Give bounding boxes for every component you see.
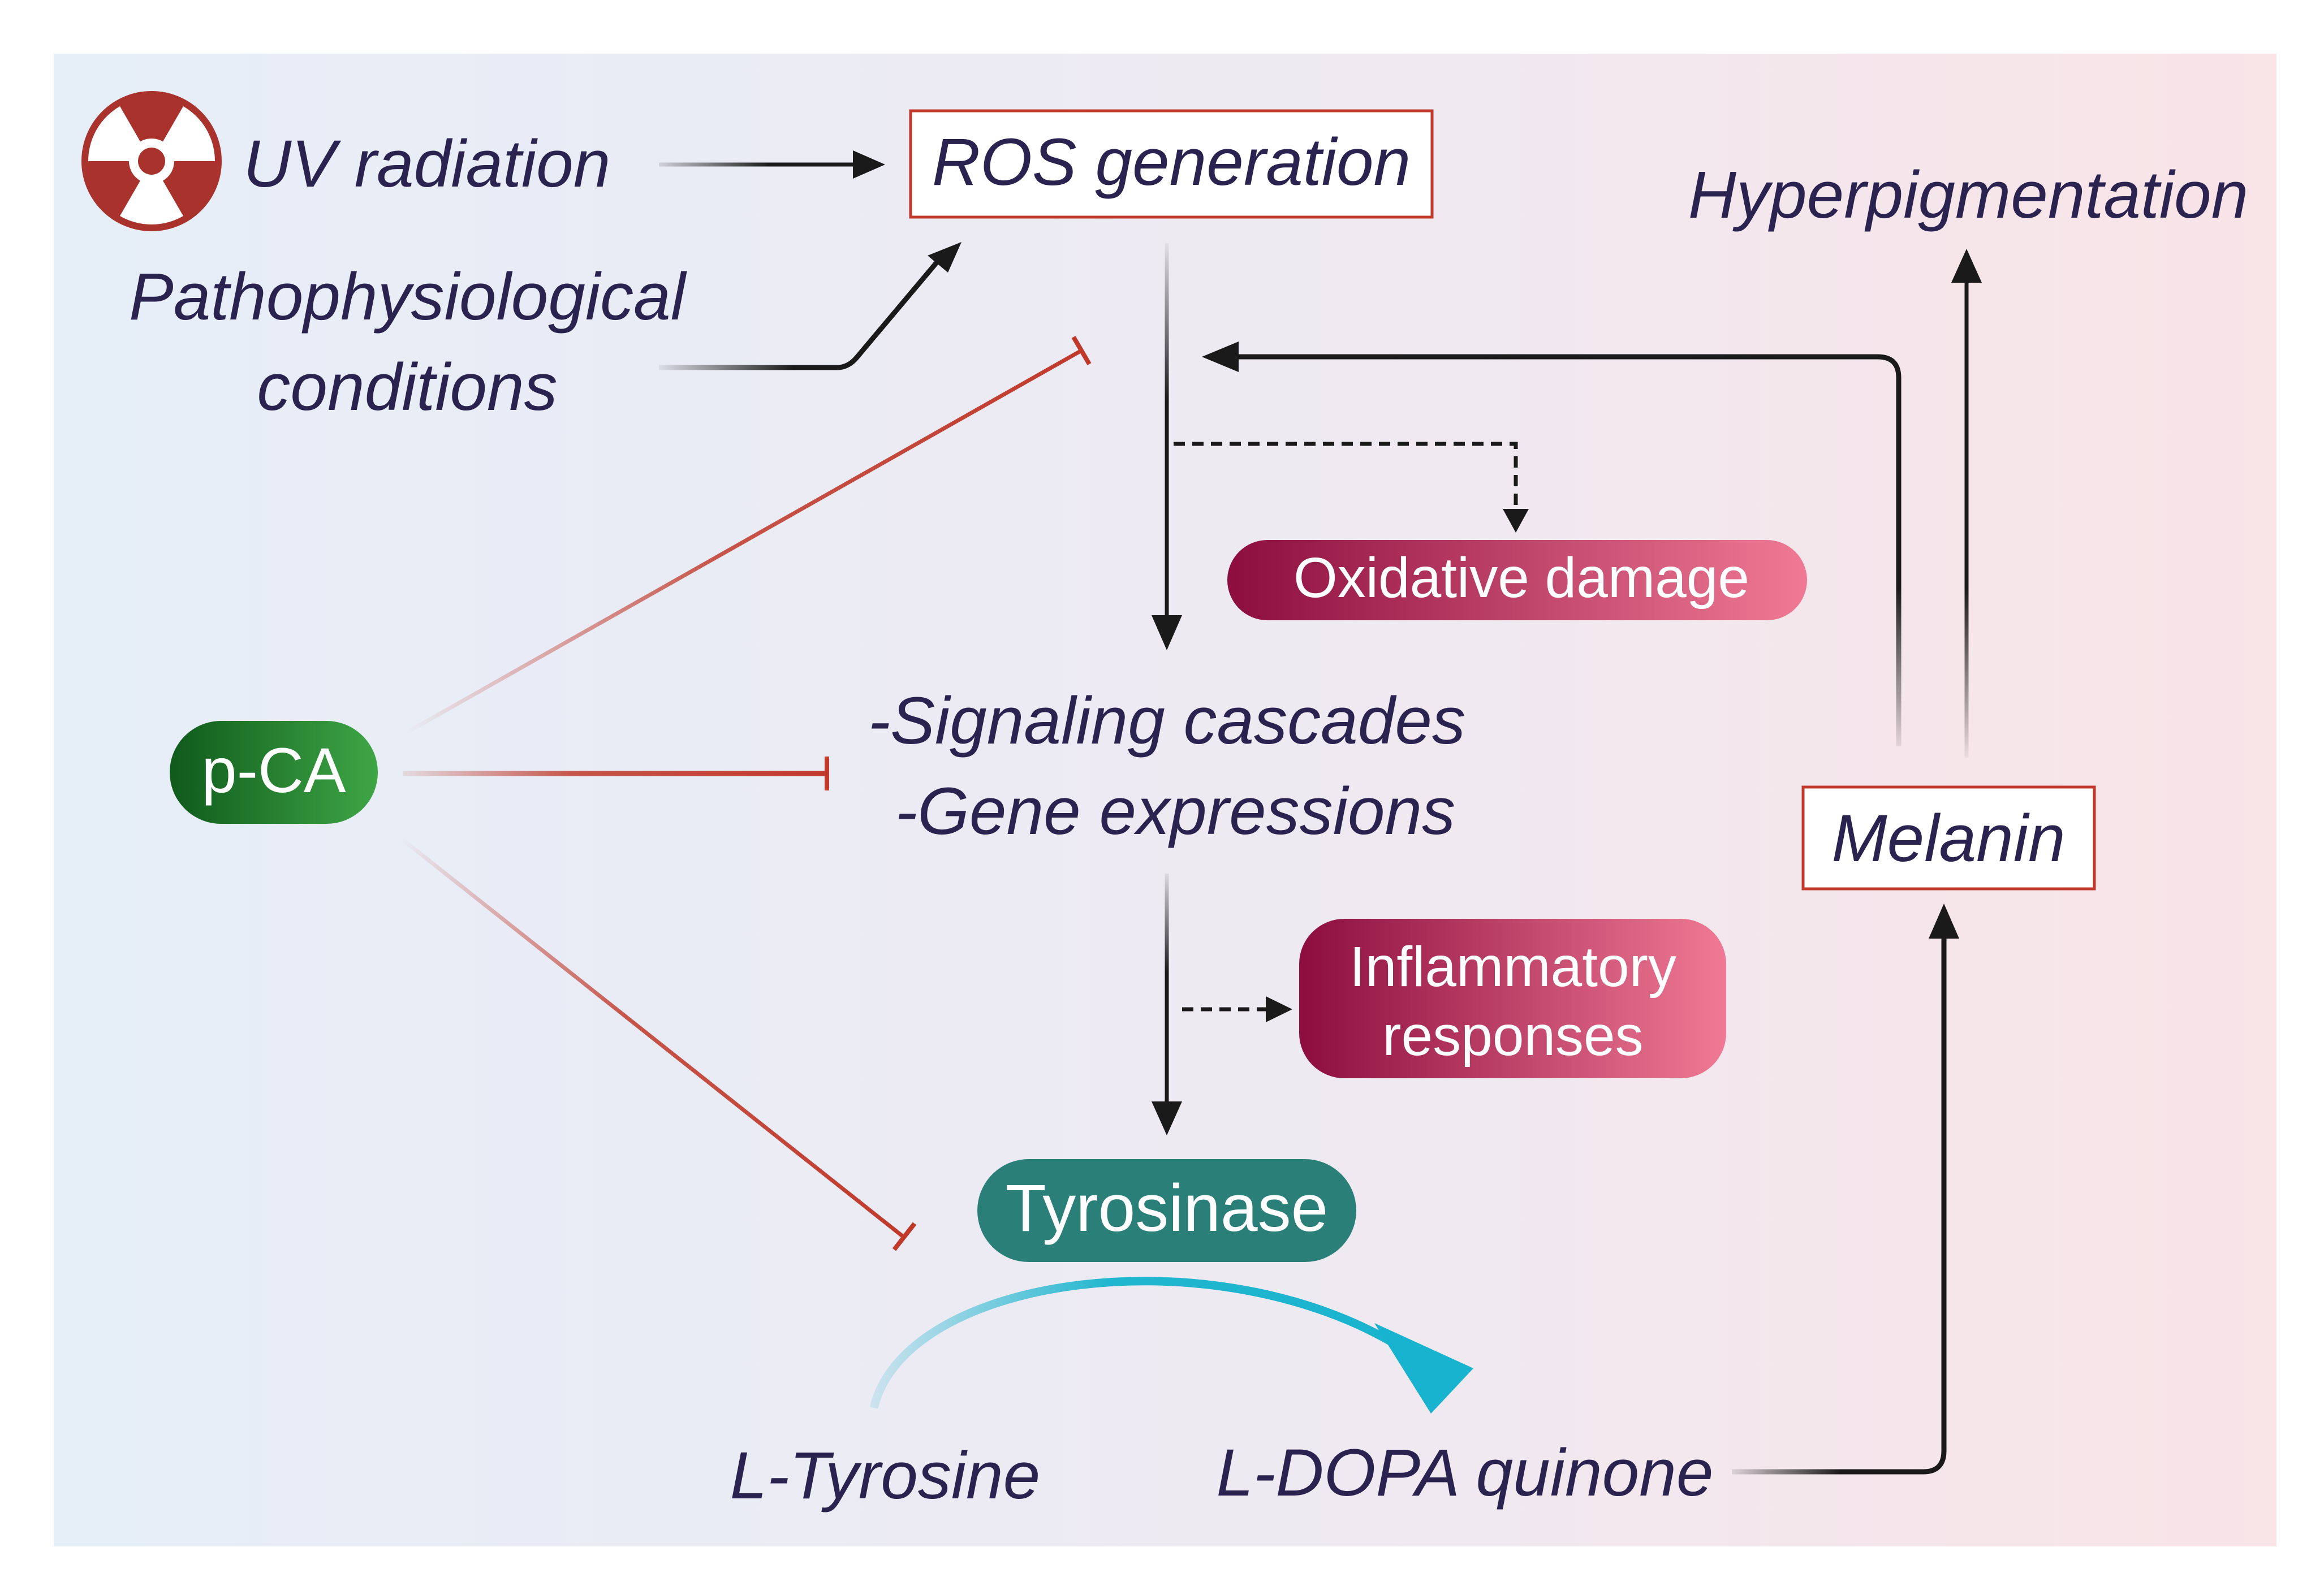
hyperpigmentation-label: Hyperpigmentation: [1688, 158, 2248, 232]
dopa-to-melanin-arrow: [1732, 904, 1959, 1475]
patho-to-ros-arrow: [659, 242, 961, 370]
conditions-label: conditions: [257, 350, 557, 425]
responses-label: responses: [1382, 1004, 1643, 1068]
gene-expressions-label: -Gene expressions: [895, 774, 1455, 849]
pca-inhibits-tyrosinase-line: [401, 838, 917, 1251]
l-dopa-quinone-label: L-DOPA quinone: [1217, 1436, 1714, 1510]
inflammatory-responses-pill: Inflammatory responses: [1299, 919, 1726, 1078]
pca-label: p-CA: [201, 735, 346, 806]
inflammatory-label: Inflammatory: [1349, 935, 1676, 999]
pca-inhibits-ros-line: [406, 335, 1092, 734]
pathophysiological-label: Pathophysiological: [129, 260, 687, 334]
ros-to-signaling-arrow: [1152, 243, 1182, 650]
signaling-to-tyrosinase-arrow: [1152, 874, 1182, 1135]
melanin-to-hyperpigmentation-arrow: [1951, 249, 1982, 758]
ros-to-oxidative-dashed-arrow: [1174, 442, 1529, 533]
pca-pill: p-CA: [170, 721, 378, 824]
melanin-feedback-arrow: [1202, 342, 1902, 746]
signaling-to-inflammatory-dashed-arrow: [1182, 996, 1292, 1022]
uv-to-ros-arrow: [659, 150, 885, 179]
ros-generation-label: ROS generation: [932, 125, 1411, 200]
pca-inhibits-signaling-line: [403, 757, 829, 790]
radiation-hazard-icon: [81, 91, 222, 231]
l-tyrosine-label: L-Tyrosine: [730, 1438, 1041, 1513]
melanin-label: Melanin: [1831, 801, 2065, 876]
signaling-cascades-label: -Signaling cascades: [868, 684, 1465, 758]
melanin-box: Melanin: [1801, 785, 2096, 891]
tyrosinase-label: Tyrosinase: [1006, 1171, 1329, 1246]
tyrosinase-pill: Tyrosinase: [977, 1159, 1356, 1262]
oxidative-damage-label: Oxidative damage: [1293, 546, 1749, 610]
tyrosine-to-dopa-reaction-arrow: [869, 1277, 1473, 1414]
uv-radiation-label: UV radiation: [243, 127, 610, 201]
oxidative-damage-pill: Oxidative damage: [1227, 540, 1807, 620]
ros-generation-box: ROS generation: [909, 109, 1434, 219]
